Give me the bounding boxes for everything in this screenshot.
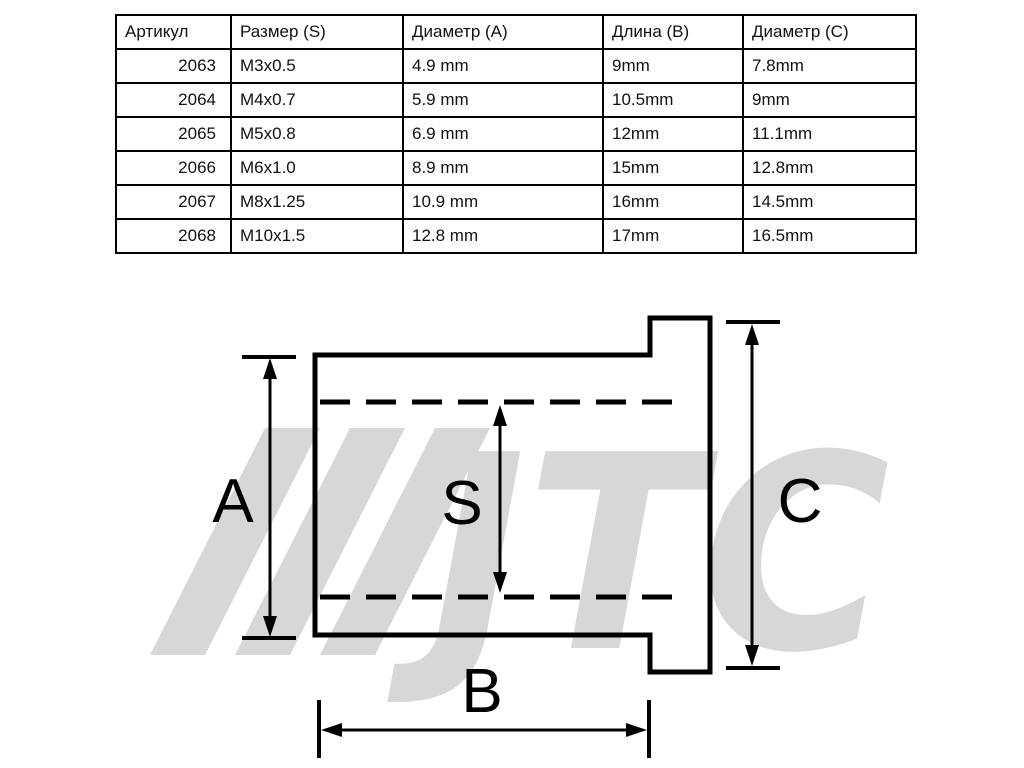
column-header: Диаметр (A) [402, 14, 604, 50]
column-header: Длина (B) [602, 14, 744, 50]
watermark-slash [320, 428, 490, 655]
dimension-b [317, 700, 651, 758]
value-cell: 12.8 mm [402, 218, 604, 254]
column-header: Размер (S) [230, 14, 404, 50]
value-cell: 8.9 mm [402, 150, 604, 186]
hidden-bore-lines [320, 399, 682, 600]
article-cell: 2067 [115, 184, 232, 220]
value-cell: 12mm [602, 116, 744, 152]
watermark-jtc: JTC [150, 397, 890, 712]
column-header: Диаметр (C) [742, 14, 917, 50]
label-b: B [461, 657, 502, 726]
watermark-slash [235, 428, 405, 655]
article-cell: 2063 [115, 48, 232, 84]
value-cell: M3x0.5 [230, 48, 404, 84]
watermark-slash [150, 428, 320, 655]
value-cell: 6.9 mm [402, 116, 604, 152]
value-cell: 15mm [602, 150, 744, 186]
bushing-outline [312, 315, 713, 675]
value-cell: 4.9 mm [402, 48, 604, 84]
value-cell: 11.1mm [742, 116, 917, 152]
value-cell: 5.9 mm [402, 82, 604, 118]
article-cell: 2066 [115, 150, 232, 186]
dimension-s [493, 405, 507, 593]
value-cell: 9mm [602, 48, 744, 84]
value-cell: 10.9 mm [402, 184, 604, 220]
value-cell: 10.5mm [602, 82, 744, 118]
value-cell: 16.5mm [742, 218, 917, 254]
value-cell: 12.8mm [742, 150, 917, 186]
column-header: Артикул [115, 14, 232, 50]
value-cell: M6x1.0 [230, 150, 404, 186]
value-cell: 16mm [602, 184, 744, 220]
watermark-text: JTC [386, 397, 890, 712]
value-cell: M8x1.25 [230, 184, 404, 220]
label-c: C [778, 467, 823, 536]
value-cell: 7.8mm [742, 48, 917, 84]
value-cell: M5x0.8 [230, 116, 404, 152]
value-cell: 17mm [602, 218, 744, 254]
article-cell: 2068 [115, 218, 232, 254]
article-cell: 2064 [115, 82, 232, 118]
article-cell: 2065 [115, 116, 232, 152]
dimension-c [726, 320, 780, 670]
value-cell: 14.5mm [742, 184, 917, 220]
value-cell: 9mm [742, 82, 917, 118]
dimension-a [242, 355, 296, 640]
value-cell: M4x0.7 [230, 82, 404, 118]
label-a: A [212, 467, 254, 536]
value-cell: M10x1.5 [230, 218, 404, 254]
label-s: S [441, 469, 482, 538]
